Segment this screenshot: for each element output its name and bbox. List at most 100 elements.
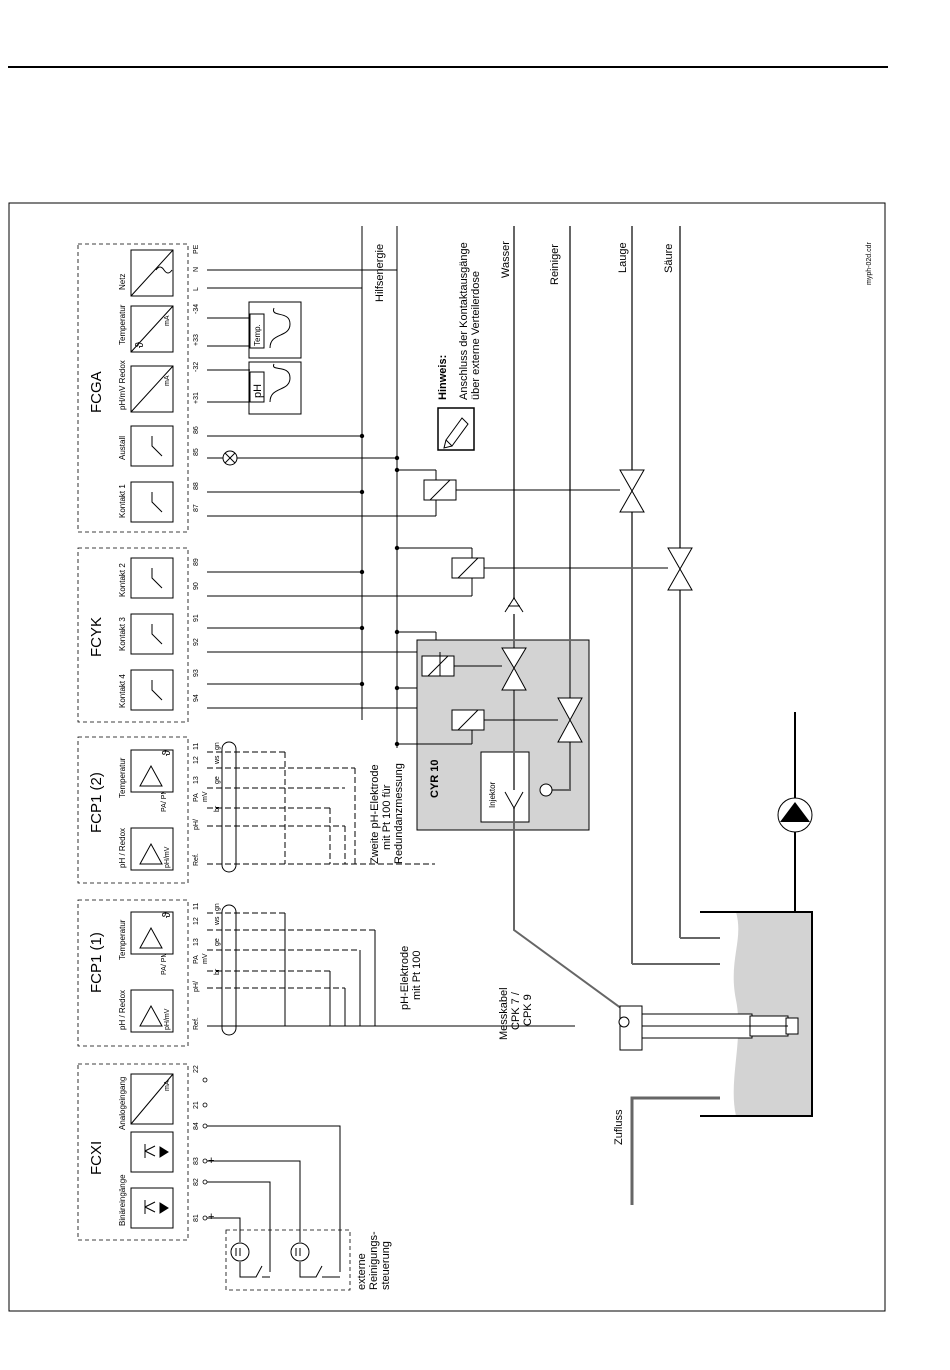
austall-box — [130, 425, 174, 467]
inlet-pipe — [630, 1096, 720, 1205]
ac-wave-icon — [155, 266, 173, 274]
wire2-gn: gn — [214, 742, 221, 750]
pump-triangle — [780, 802, 810, 822]
note-line2: über externe Verteilerdose — [470, 271, 482, 400]
check-valve-icon — [504, 597, 524, 613]
note-block: Hinweis: Anschluss der Kontaktausgänge ü… — [437, 242, 482, 451]
term-ph: pH/ — [193, 981, 200, 992]
fcxi-ma-label: mA — [164, 1080, 171, 1091]
amplifier-icon — [139, 764, 163, 787]
fcp1-1-wires — [207, 912, 575, 1027]
relay-contact-icon — [151, 568, 163, 701]
saeure-label: Säure — [663, 244, 675, 273]
wire2-ge: ge — [214, 776, 221, 784]
fcp1-2-title: FCP1 (2) — [88, 772, 105, 833]
wire2-ws: ws — [214, 755, 221, 765]
chemical-pipes — [631, 226, 720, 965]
fcyk-kontakt4-label: Kontakt 4 — [118, 674, 127, 708]
ph-sensor-box — [248, 361, 302, 415]
fcp1-2-temp-box — [130, 749, 174, 793]
reiniger-label: Reiniger — [549, 244, 561, 285]
term2-13: 13 — [193, 776, 200, 784]
hilfsenergie-label: Hilfsenergie — [374, 244, 386, 302]
elec1-line2: mit Pt 100 — [411, 950, 423, 1000]
fcga-temp-label: Temperatur — [118, 304, 127, 345]
fcyk-kontakt2-label: Kontakt 2 — [118, 563, 127, 597]
fcp1-1-ph-box — [130, 989, 174, 1033]
terminal-94: 94 — [193, 694, 200, 702]
fcp1-1-ph-label: pH / Redox — [118, 990, 127, 1030]
fcp1-2-phmv: pH/mV — [164, 846, 171, 868]
term-12: 12 — [193, 917, 200, 925]
saeure-valve — [667, 547, 693, 591]
fcxi-analog-label: Analogeingang — [118, 1077, 127, 1130]
water-solenoid-valve — [501, 647, 527, 691]
fcga-phmv-label: pH/mV Redox — [118, 360, 127, 410]
relay-contact-icon — [151, 436, 163, 457]
note-line1: Anschluss der Kontaktausgänge — [458, 242, 470, 400]
injector-nozzle — [504, 791, 524, 810]
cleaner-solenoid-valve — [557, 697, 583, 743]
terminal-93: 93 — [193, 669, 200, 677]
terminal-34: -34 — [193, 304, 200, 314]
terminal-87: 87 — [193, 504, 200, 512]
term2-12: 12 — [193, 756, 200, 764]
terminal-n: N — [193, 267, 200, 272]
pencil-icon — [443, 417, 469, 449]
injektor-box — [480, 751, 530, 823]
tank-liquid — [733, 912, 812, 1116]
tank-walls — [700, 911, 813, 1117]
fcp1-1-title: FCP1 (1) — [88, 932, 105, 993]
elec2-line3: Redundanzmessung — [393, 763, 405, 864]
ext-control-line2: Reinigungs- — [368, 1231, 380, 1290]
injektor-label: Injektor — [488, 781, 497, 808]
wire-gn: gn — [214, 903, 221, 911]
terminal-84: 84 — [193, 1122, 200, 1130]
converter-diagonal — [130, 249, 174, 297]
converter-diagonal — [130, 305, 174, 353]
temp-sensor-label: Temp. — [253, 324, 262, 346]
terminal-90: 90 — [193, 582, 200, 590]
terminal-22: 22 — [193, 1065, 200, 1073]
terminal-81: 81 — [193, 1214, 200, 1222]
coil-diagonals — [397, 479, 668, 745]
terminal-85: 85 — [193, 448, 200, 456]
note-box — [437, 407, 475, 451]
fcga-austall-label: Austall — [118, 436, 127, 460]
theta-icon: ϑ — [161, 912, 173, 918]
note-title: Hinweis: — [437, 355, 449, 400]
fcxi-title: FCXI — [88, 1141, 105, 1175]
terminal-86: 86 — [193, 426, 200, 434]
terminal-32: -32 — [193, 362, 200, 372]
probe-assembly — [618, 1005, 799, 1051]
terminal-pe: PE — [193, 244, 200, 254]
zufluss-label: Zufluss — [613, 1109, 625, 1145]
term2-mv: mV — [202, 791, 209, 802]
terminal-91: 91 — [193, 614, 200, 622]
fcga-netz-label: Netz — [118, 274, 127, 290]
ext-control-line3: steuerung — [380, 1241, 392, 1290]
fcp1-2-ph-box — [130, 827, 174, 871]
terminal-82: 82 — [193, 1178, 200, 1186]
elec2-line2: mit Pt 100 für — [381, 784, 393, 850]
fcp1-1-papm-label: PA/ PM — [161, 952, 168, 975]
term-11: 11 — [193, 903, 200, 910]
ph-label-box — [249, 371, 265, 403]
term2-pa: PA — [193, 793, 200, 802]
theta-icon: ϑ — [161, 750, 173, 756]
theta-icon: ϑ — [134, 342, 146, 348]
fcp1-1-temp-box — [130, 911, 174, 955]
term-13: 13 — [193, 938, 200, 946]
cable-line3: CPK 9 — [522, 994, 534, 1026]
terminal-92: 92 — [193, 638, 200, 646]
term-br: br — [214, 968, 221, 975]
term2-11: 11 — [193, 743, 200, 750]
ext-control-line1: externe — [356, 1253, 368, 1290]
fcyk-title: FCYK — [88, 617, 105, 657]
optocoupler-icon — [130, 1073, 174, 1214]
amplifier-icon — [139, 1004, 163, 1027]
term-ref: Ref. — [193, 1017, 200, 1030]
fcp1-2-wires — [207, 751, 435, 865]
fcxi-frame — [77, 1063, 189, 1241]
relay-contact-icon — [151, 492, 163, 513]
